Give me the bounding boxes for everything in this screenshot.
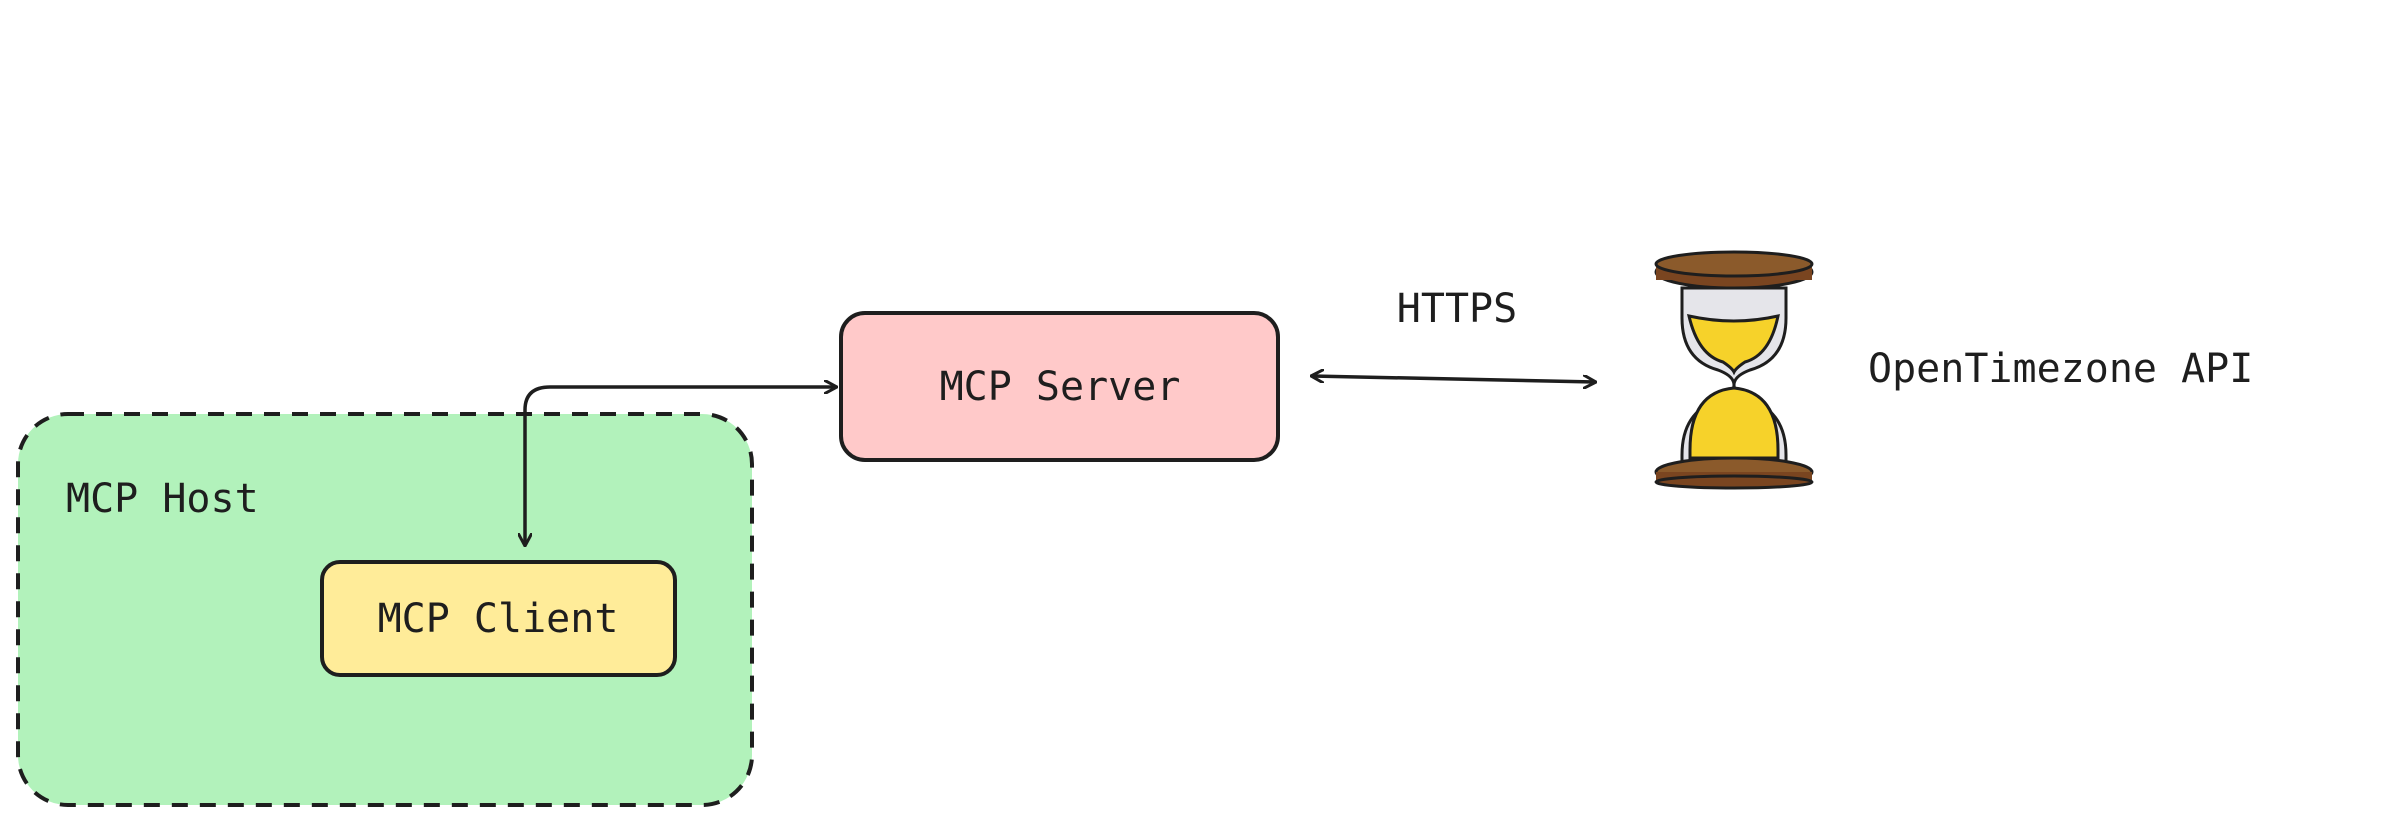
mcp-server-label: MCP Server — [940, 364, 1181, 410]
client-server-arrow — [525, 387, 836, 545]
mcp-client-box: MCP Client — [320, 560, 677, 677]
server-api-arrow — [1312, 376, 1595, 382]
mcp-server-box: MCP Server — [839, 311, 1280, 462]
https-label: HTTPS — [1397, 286, 1517, 332]
hourglass-icon — [1654, 250, 1814, 490]
opentimezone-api-label: OpenTimezone API — [1868, 346, 2253, 392]
mcp-host-label: MCP Host — [66, 476, 259, 522]
mcp-client-label: MCP Client — [378, 596, 619, 642]
